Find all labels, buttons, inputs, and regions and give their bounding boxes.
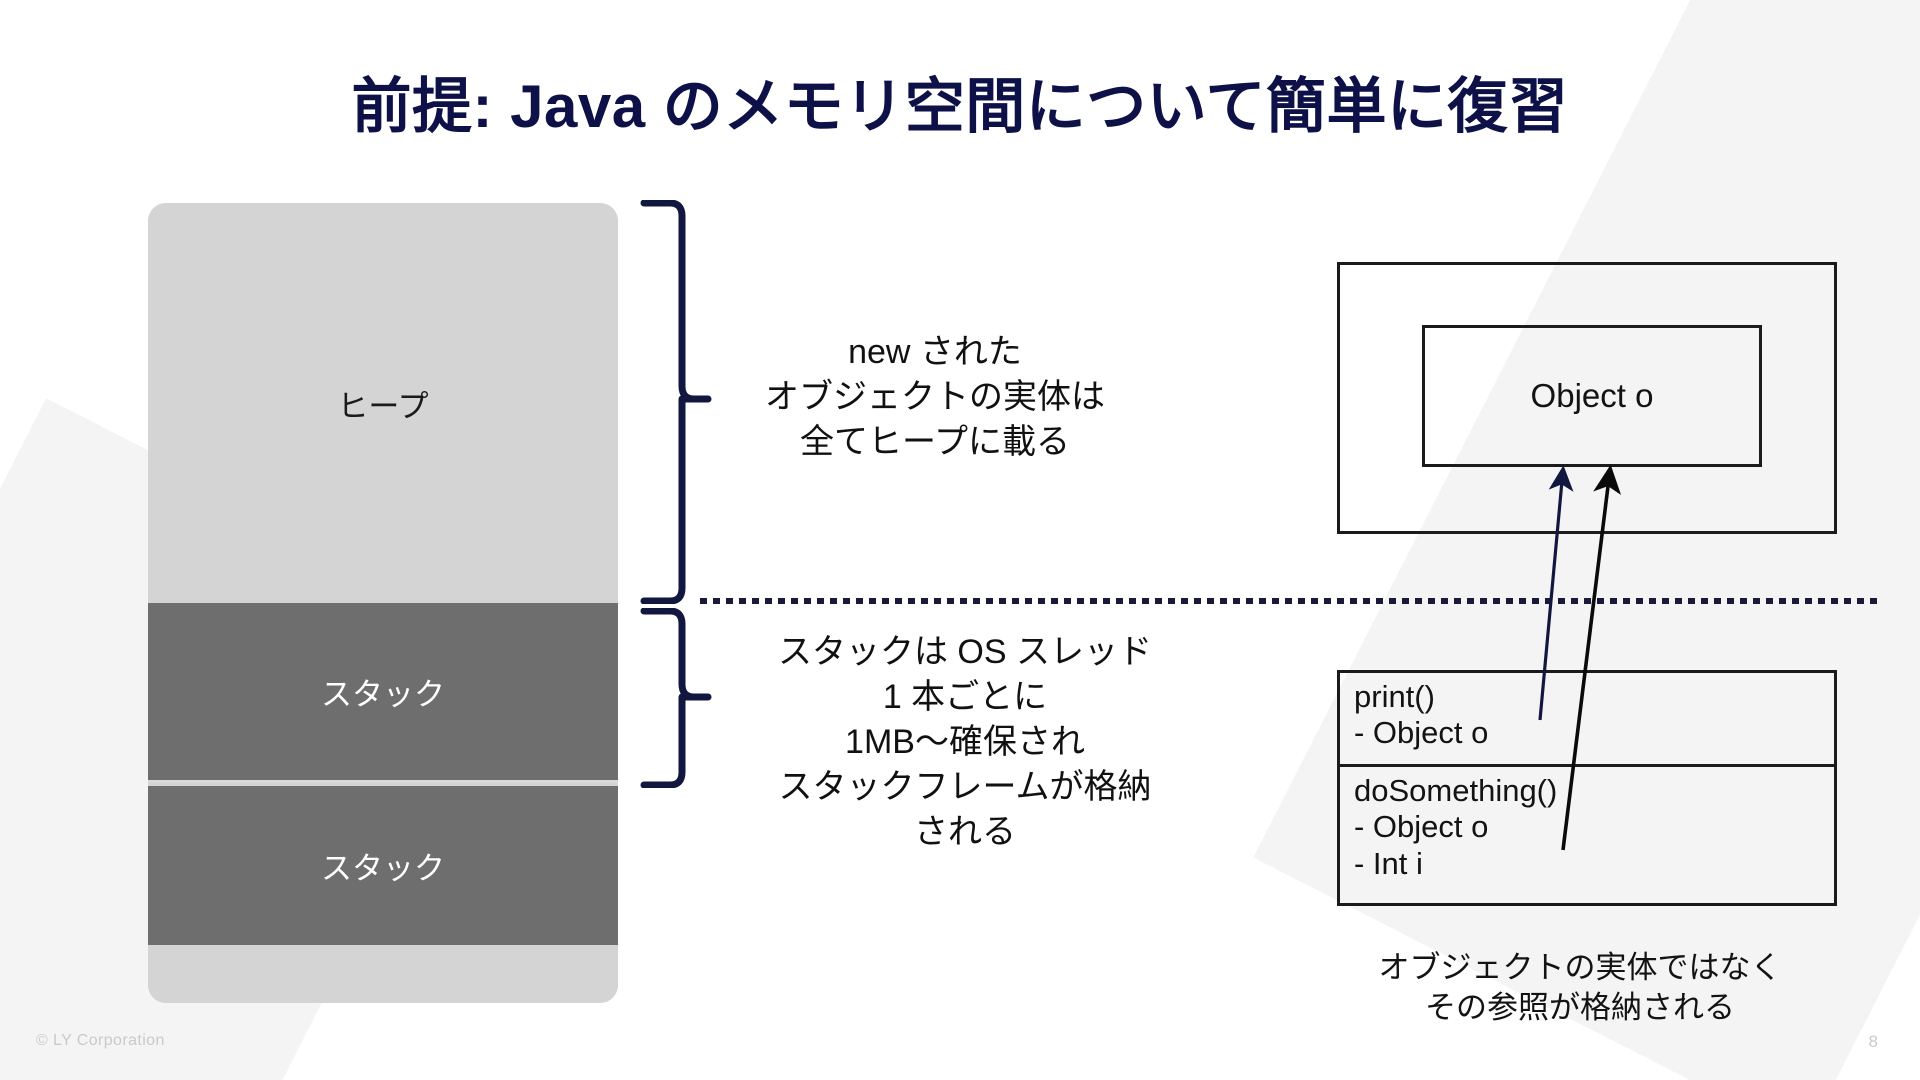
background-diagonal-band-top-right [1253, 0, 1920, 1080]
dotted-divider [700, 598, 1880, 604]
stack-frame-print: print() - Object o [1340, 673, 1834, 767]
memory-segment-tail [148, 945, 618, 1003]
footer-copyright: © LY Corporation [36, 1032, 165, 1049]
stack-frame-do-something: doSomething() - Object o - Int i [1354, 773, 1558, 881]
stack-frames-container: print() - Object o doSomething() - Objec… [1337, 670, 1837, 906]
memory-segment-heap: ヒープ [148, 203, 618, 603]
memory-segment-stack-2: スタック [148, 786, 618, 945]
memory-segment-stack-1: スタック [148, 603, 618, 783]
object-instance-box: Object o [1422, 325, 1762, 467]
annotation-heap-note: new された オブジェクトの実体は 全てヒープに載る [765, 333, 1105, 461]
footer-page-number: 8 [1868, 1032, 1878, 1051]
annotation-stack-note: スタックは OS スレッド 1 本ごとに 1MB〜確保され スタックフレームが格… [777, 633, 1153, 851]
right-diagram-caption: オブジェクトの実体ではなく その参照が格納される [1378, 950, 1782, 1025]
page-title: 前提: Java のメモリ空間について簡単に復習 [351, 73, 1569, 140]
memory-column: ヒープ スタック スタック [148, 203, 618, 1003]
